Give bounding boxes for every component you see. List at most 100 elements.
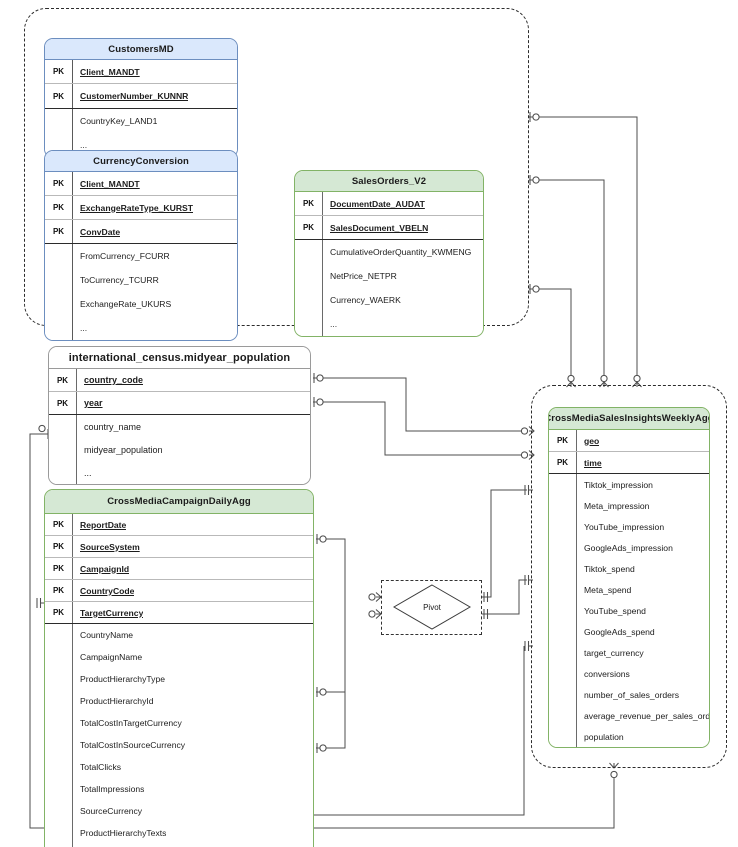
attribute-row[interactable]: YouTube_spend: [549, 600, 709, 621]
attribute-row[interactable]: SourceCurrency: [45, 800, 313, 822]
attribute-row[interactable]: ...: [295, 312, 483, 336]
key-indicator: [45, 646, 73, 668]
key-indicator: [49, 461, 77, 484]
key-indicator: [549, 558, 577, 579]
attribute-row[interactable]: ProductHierarchyId: [45, 690, 313, 712]
pivot-node[interactable]: Pivot: [392, 583, 472, 631]
attribute-row[interactable]: GoogleAds_impression: [549, 537, 709, 558]
key-indicator: PK: [295, 216, 323, 239]
attribute-row[interactable]: ProductHierarchyTexts: [45, 822, 313, 844]
attribute-name: CountryKey_LAND1: [80, 116, 158, 126]
attribute-name: CountryName: [80, 630, 134, 640]
attribute-row[interactable]: Tiktok_spend: [549, 558, 709, 579]
key-indicator: [549, 726, 577, 747]
source-systems-group: [24, 8, 529, 326]
attribute-name: ProductHierarchyId: [80, 696, 154, 706]
cardinality-zero-or-one: [529, 112, 540, 294]
key-indicator: [549, 705, 577, 726]
attribute-name: Currency_WAERK: [330, 295, 401, 305]
key-indicator: [549, 684, 577, 705]
attribute-name: year: [84, 398, 103, 408]
attribute-name: geo: [584, 435, 600, 446]
attribute-row[interactable]: country_name: [49, 415, 310, 438]
attribute-row[interactable]: ...: [45, 316, 237, 340]
attribute-row[interactable]: CountryKey_LAND1: [45, 109, 237, 133]
attribute-row[interactable]: FromCurrency_FCURR: [45, 244, 237, 268]
attribute-name: Client_MANDT: [80, 66, 140, 77]
key-indicator: [295, 264, 323, 288]
attribute-row[interactable]: Meta_impression: [549, 495, 709, 516]
attribute-row[interactable]: GoogleAds_spend: [549, 621, 709, 642]
attribute-row[interactable]: TotalClicks: [45, 756, 313, 778]
attribute-row[interactable]: LastUpdateTS: [45, 844, 313, 847]
attribute-name: CustomerNumber_KUNNR: [80, 91, 189, 101]
attribute-name: midyear_population: [84, 444, 163, 455]
attribute-row[interactable]: Tiktok_impression: [549, 474, 709, 495]
primary-key-row[interactable]: PK CustomerNumber_KUNNR: [45, 84, 237, 109]
attribute-row[interactable]: TotalCostInSourceCurrency: [45, 734, 313, 756]
key-indicator: [45, 690, 73, 712]
attribute-row[interactable]: TotalImpressions: [45, 778, 313, 800]
key-indicator: [549, 579, 577, 600]
attribute-row[interactable]: TotalCostInTargetCurrency: [45, 712, 313, 734]
key-indicator: [45, 624, 73, 646]
entity-title: CrossMediaSalesInsightsWeeklyAgg: [549, 408, 709, 430]
attribute-row[interactable]: Currency_WAERK: [295, 288, 483, 312]
attribute-row[interactable]: CumulativeOrderQuantity_KWMENG: [295, 240, 483, 264]
attribute-row[interactable]: CampaignName: [45, 646, 313, 668]
key-indicator: [45, 800, 73, 822]
attribute-row[interactable]: target_currency: [549, 642, 709, 663]
attribute-name: ToCurrency_TCURR: [80, 275, 159, 285]
attribute-row[interactable]: CountryName: [45, 624, 313, 646]
key-indicator: PK: [549, 430, 577, 451]
attribute-name: ProductHierarchyType: [80, 674, 166, 684]
attribute-row[interactable]: ExchangeRate_UKURS: [45, 292, 237, 316]
attribute-row[interactable]: NetPrice_NETPR: [295, 264, 483, 288]
primary-key-row[interactable]: PK geo: [549, 430, 709, 452]
attribute-row[interactable]: average_revenue_per_sales_order: [549, 705, 709, 726]
attribute-name: ReportDate: [80, 519, 127, 530]
key-indicator: [45, 133, 73, 157]
attribute-row[interactable]: number_of_sales_orders: [549, 684, 709, 705]
key-indicator: [45, 822, 73, 844]
attribute-row[interactable]: Meta_spend: [549, 579, 709, 600]
attribute-name: GoogleAds_spend: [584, 626, 655, 637]
attribute-row[interactable]: ...: [49, 461, 310, 484]
attribute-row[interactable]: YouTube_impression: [549, 516, 709, 537]
attribute-row[interactable]: ProductHierarchyType: [45, 668, 313, 690]
attribute-row[interactable]: ToCurrency_TCURR: [45, 268, 237, 292]
key-indicator: PK: [45, 172, 73, 195]
key-indicator: PK: [45, 84, 73, 108]
key-indicator: [549, 474, 577, 495]
attribute-name: country_code: [84, 375, 144, 385]
pivot-label: Pivot: [423, 602, 441, 612]
key-indicator: [49, 415, 77, 438]
attribute-row[interactable]: conversions: [549, 663, 709, 684]
attribute-name: ...: [80, 140, 88, 150]
attribute-row[interactable]: population: [549, 726, 709, 747]
attribute-row[interactable]: midyear_population: [49, 438, 310, 461]
